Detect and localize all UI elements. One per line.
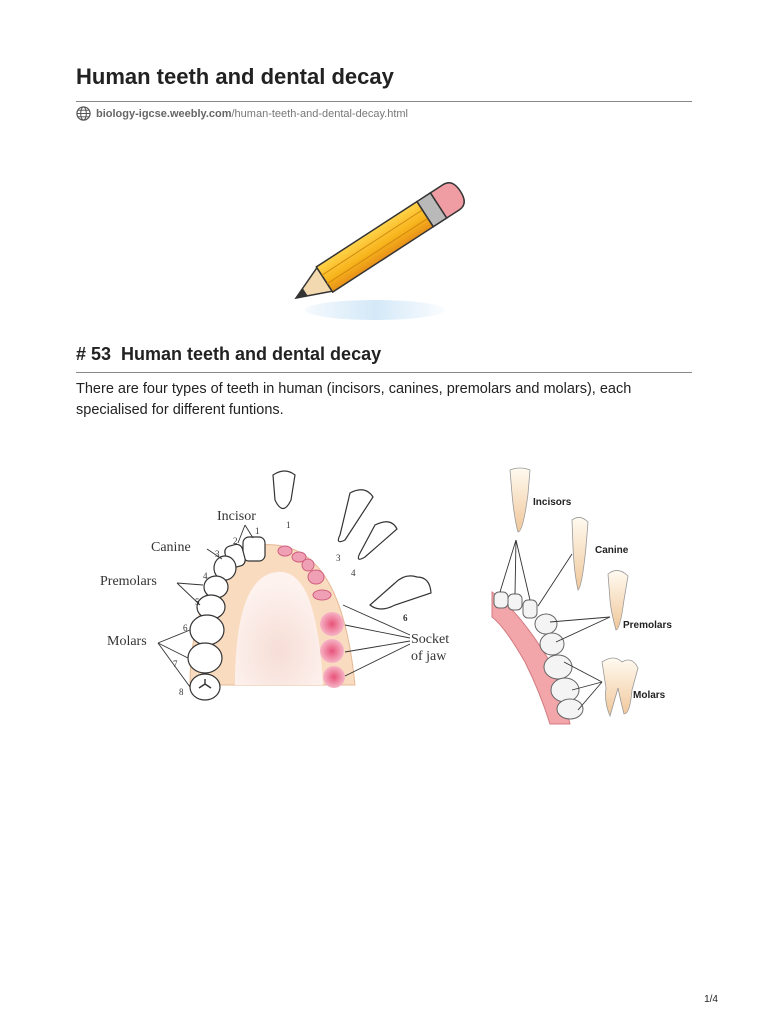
section-heading: # 53 Human teeth and dental decay [76,344,382,364]
section-divider [76,372,692,373]
label-incisor: Incisor [217,509,256,524]
jaw-teeth [493,591,584,720]
label-premolars: Premolars [100,574,157,589]
source-domain: biology-igcse.weebly.com [96,107,232,120]
svg-text:2: 2 [233,536,238,546]
svg-text:4: 4 [351,568,356,578]
sockets [277,545,345,688]
intro-paragraph: There are four types of teeth in human (… [76,381,632,418]
page-title: Human teeth and dental decay [76,64,394,89]
extracted-teeth [272,470,432,610]
svg-text:5: 5 [195,597,200,607]
tooth-types-diagram: Incisors Canine Premolars Molars [491,467,672,725]
svg-text:6: 6 [403,613,408,623]
svg-text:1: 1 [255,526,260,536]
source-path: /human-teeth-and-dental-decay.html [231,107,409,120]
label-incisors: Incisors [533,497,572,508]
svg-text:4: 4 [203,571,208,581]
title-divider [76,101,692,102]
label-premolars-right: Premolars [623,620,672,631]
source-url[interactable]: biology-igcse.weebly.com/human-teeth-and… [76,106,408,121]
svg-text:1: 1 [286,520,291,530]
tooth-numbers: 1 2 3 4 5 6 7 8 1 3 4 6 [173,520,408,697]
page-indicator: 1/4 [704,994,718,1005]
svg-text:8: 8 [179,687,184,697]
label-canine-right: Canine [595,545,629,556]
svg-text:3: 3 [215,549,220,559]
svg-text:6: 6 [183,623,188,633]
label-socket-line2: of jaw [411,649,447,664]
pointer-lines [499,539,611,711]
label-lines [157,524,411,688]
label-socket-line1: Socket [411,632,449,647]
individual-teeth [509,467,639,718]
teeth [187,536,266,701]
pencil-illustration [294,182,465,320]
svg-text:3: 3 [336,553,341,563]
label-molars: Molars [107,634,147,649]
jaw-diagram: Incisor Canine Premolars Molars Socket o… [100,470,449,701]
svg-text:7: 7 [173,659,178,669]
label-canine: Canine [151,540,191,555]
globe-icon [76,106,91,121]
label-molars-right: Molars [633,690,666,701]
